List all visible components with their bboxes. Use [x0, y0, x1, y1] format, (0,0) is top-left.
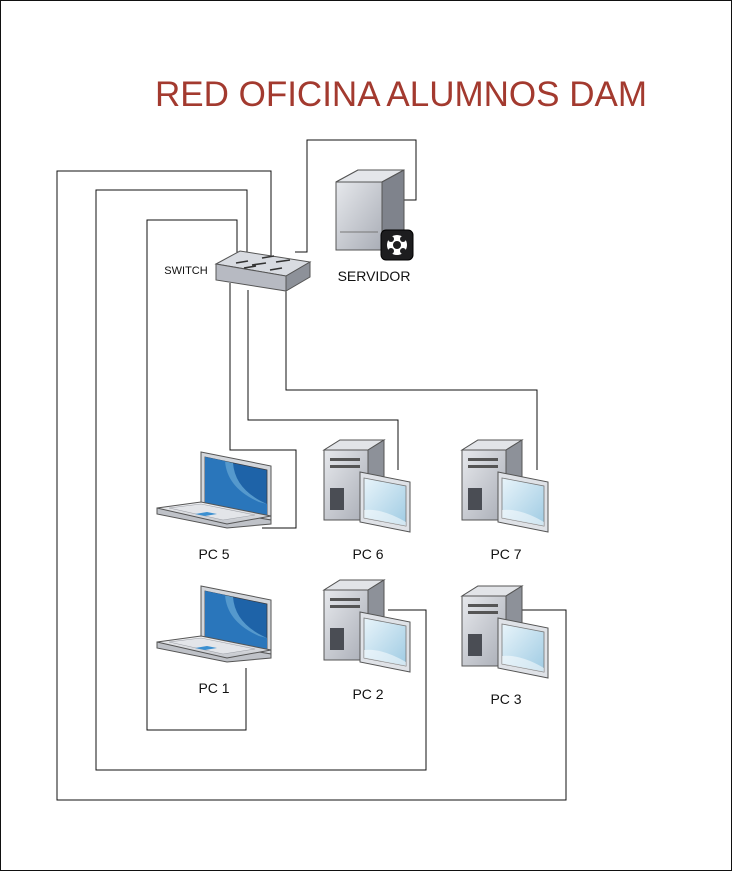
- pc1-label: PC 1: [198, 680, 229, 696]
- pc2-label: PC 2: [352, 686, 383, 702]
- link-switch-pc2: [95, 189, 427, 771]
- link-switch-pc3: [56, 170, 567, 801]
- connection-lines: [56, 139, 567, 801]
- link-switch-pc1: [146, 219, 247, 731]
- server-label: SERVIDOR: [338, 268, 411, 284]
- link-switch-pc7: [285, 290, 538, 470]
- link-switch-server: [295, 139, 417, 253]
- pc5-label: PC 5: [198, 546, 229, 562]
- pc6-label: PC 6: [352, 546, 383, 562]
- pc3-label: PC 3: [490, 691, 521, 707]
- switch-label: SWITCH: [164, 265, 207, 277]
- link-switch-pc5: [229, 283, 297, 529]
- network-switch-icon: [214, 250, 312, 292]
- pc7-label: PC 7: [490, 546, 521, 562]
- diagram-title: RED OFICINA ALUMNOS DAM: [155, 75, 647, 114]
- web-services-badge-icon: [380, 229, 414, 261]
- link-switch-pc6: [247, 290, 399, 470]
